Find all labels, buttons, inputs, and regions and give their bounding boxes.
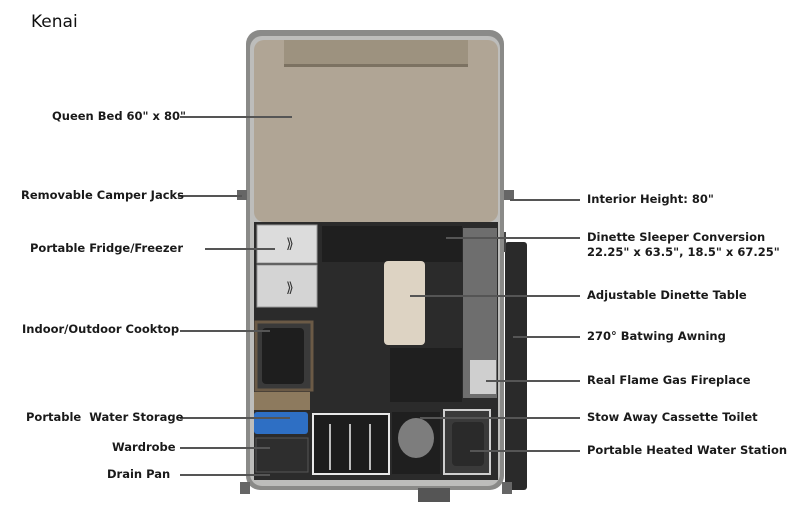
dinette-seat-top xyxy=(322,226,462,262)
label-awning: 270° Batwing Awning xyxy=(587,329,726,343)
leader-water-station xyxy=(470,450,580,452)
leader-toilet xyxy=(420,417,580,419)
label-toilet: Stow Away Cassette Toilet xyxy=(587,410,758,424)
label-queen-bed: Queen Bed 60" x 80" xyxy=(52,109,186,123)
queen-bed xyxy=(254,40,498,222)
leader-cooktop xyxy=(180,330,270,332)
dinette-seat-bottom xyxy=(390,348,462,402)
leader-fridge xyxy=(205,248,275,250)
fridge xyxy=(256,224,318,264)
label-interior-height: Interior Height: 80" xyxy=(587,192,714,206)
svg-text:⟫: ⟫ xyxy=(286,280,294,296)
jack-left xyxy=(237,190,247,200)
awning xyxy=(505,242,527,490)
leader-dinette xyxy=(446,237,580,239)
leader-wardrobe xyxy=(180,447,270,449)
leader-water-storage xyxy=(180,417,290,419)
leader-camper-jacks xyxy=(178,195,242,197)
leader-interior-height xyxy=(510,199,580,201)
label-camper-jacks: Removable Camper Jacks xyxy=(21,188,185,202)
label-dinette-line2: 22.25" x 63.5", 18.5" x 67.25" xyxy=(587,245,780,259)
label-fridge: Portable Fridge/Freezer xyxy=(30,241,183,255)
svg-text:⟫: ⟫ xyxy=(286,236,294,252)
leader-dinette-table xyxy=(410,295,580,297)
dinette-table xyxy=(384,261,425,345)
leader-drain-pan xyxy=(180,474,270,476)
drain-fitting xyxy=(418,488,450,502)
label-fireplace: Real Flame Gas Fireplace xyxy=(587,373,751,387)
leader-fireplace xyxy=(486,380,580,382)
label-water-storage: Portable Water Storage xyxy=(26,410,184,424)
leader-awning xyxy=(513,336,580,338)
label-drain-pan: Drain Pan xyxy=(107,467,171,481)
leader-queen-bed xyxy=(180,116,292,118)
page-title: Kenai xyxy=(31,12,78,32)
label-dinette-line1: Dinette Sleeper Conversion xyxy=(587,230,766,244)
jack-right xyxy=(504,190,514,200)
label-dinette-table: Adjustable Dinette Table xyxy=(587,288,747,302)
water-tank xyxy=(254,412,308,434)
label-cooktop: Indoor/Outdoor Cooktop xyxy=(22,322,180,336)
label-wardrobe: Wardrobe xyxy=(112,440,176,454)
wardrobe xyxy=(255,437,309,473)
label-water-station: Portable Heated Water Station xyxy=(587,443,788,457)
